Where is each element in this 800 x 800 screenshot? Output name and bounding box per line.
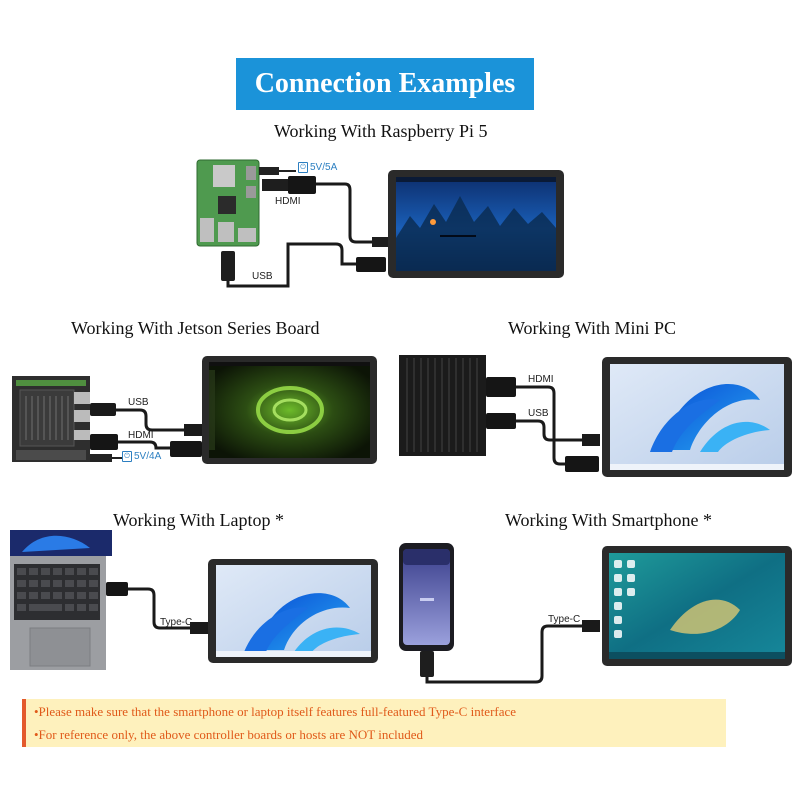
page-title-banner: Connection Examples (236, 58, 534, 110)
jetson-power-label: ⏻ 5V/4A (122, 451, 161, 462)
display-icon (202, 356, 377, 464)
heading-mini-pc: Working With Mini PC (508, 318, 677, 338)
jetson-usb-label: USB (128, 397, 149, 408)
laptop-typec-label: Type-C (160, 617, 193, 628)
jetson-power-text: 5V/4A (134, 451, 162, 462)
minipc-hdmi-label: HDMI (528, 374, 554, 385)
power-plug-icon: ⏻ (298, 162, 308, 173)
rpi-hdmi-label: HDMI (275, 196, 301, 207)
note-typec-requirement: •Please make sure that the smartphone or… (34, 704, 517, 719)
note-reference-only: •For reference only, the above controlle… (34, 727, 424, 742)
display-icon (388, 170, 564, 278)
raspberry-pi-board-icon (196, 159, 260, 247)
heading-smartphone: Working With Smartphone * (505, 510, 712, 530)
laptop-icon (10, 530, 112, 670)
heading-jetson: Working With Jetson Series Board (71, 318, 320, 338)
rpi-usb-label: USB (252, 271, 273, 282)
display-icon (208, 559, 378, 663)
smartphone-icon (399, 543, 454, 651)
notes-panel: •Please make sure that the smartphone or… (22, 699, 726, 747)
smartphone-typec-label: Type-C (548, 614, 581, 625)
usb-plug-icon (259, 167, 279, 175)
display-icon (602, 357, 792, 477)
display-icon (602, 546, 792, 666)
power-plug-icon: ⏻ (122, 451, 132, 462)
mini-pc-icon (399, 355, 486, 456)
jetson-board-icon (12, 376, 90, 462)
jetson-hdmi-label: HDMI (128, 430, 154, 441)
minipc-usb-label: USB (528, 408, 549, 419)
heading-laptop: Working With Laptop * (113, 510, 284, 530)
heading-raspberry-pi: Working With Raspberry Pi 5 (274, 121, 488, 141)
rpi-power-label: ⏻ 5V/5A (298, 162, 337, 173)
rpi-power-text: 5V/5A (310, 162, 338, 173)
